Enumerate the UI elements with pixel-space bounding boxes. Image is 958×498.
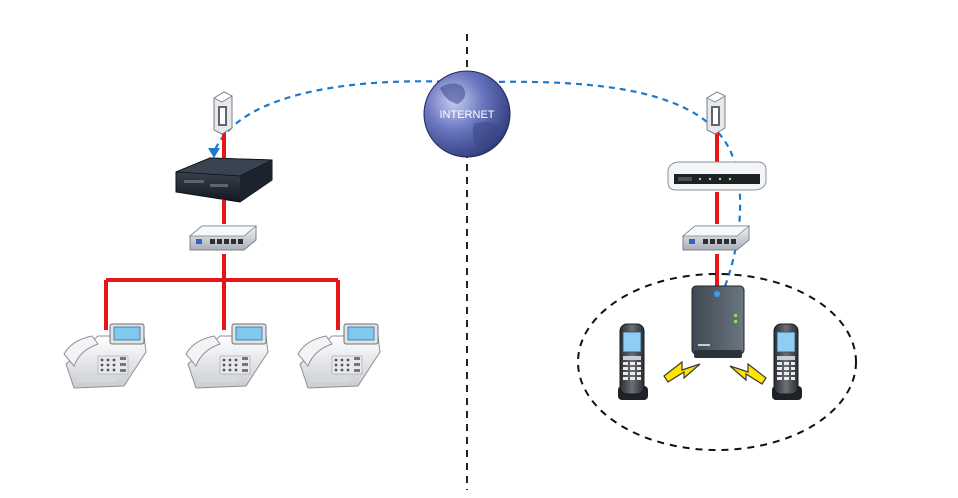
desk-phone-icon [185,323,269,389]
internet-label: INTERNET [440,109,495,121]
left-network-switch [189,225,257,251]
dect-handset-right [771,323,803,401]
cordless-handset-icon [617,323,649,401]
internet-link-left [212,80,455,153]
left-modem [213,91,233,135]
network-switch-icon [189,225,257,251]
left-desk-phone-3 [297,323,381,389]
internet-globe: INTERNET [423,70,511,158]
modem-icon [213,91,233,135]
desk-phone-icon [63,323,147,389]
right-network-switch [682,225,750,251]
right-router [667,161,767,191]
globe-icon [423,70,511,158]
left-desk-phone-2 [185,323,269,389]
dect-handset-left [617,323,649,401]
right-modem [706,91,726,135]
arrow-head-icon [208,148,220,158]
desk-phone-icon [297,323,381,389]
left-desk-phone-1 [63,323,147,389]
left-wired-links [104,132,340,330]
modem-icon [706,91,726,135]
dect-base-station-icon [691,285,745,358]
dect-base-station [691,285,745,358]
cordless-handset-icon [771,323,803,401]
lightning-bolt-icon [663,361,701,383]
wireless-signal-left [663,361,701,383]
wireless-coverage-zone [577,273,857,451]
lightning-bolt-icon [729,363,767,385]
router-icon [667,161,767,191]
left-pbx-server [175,157,273,203]
network-switch-icon [682,225,750,251]
wireless-signal-right [729,363,767,385]
pbx-server-icon [175,157,273,203]
